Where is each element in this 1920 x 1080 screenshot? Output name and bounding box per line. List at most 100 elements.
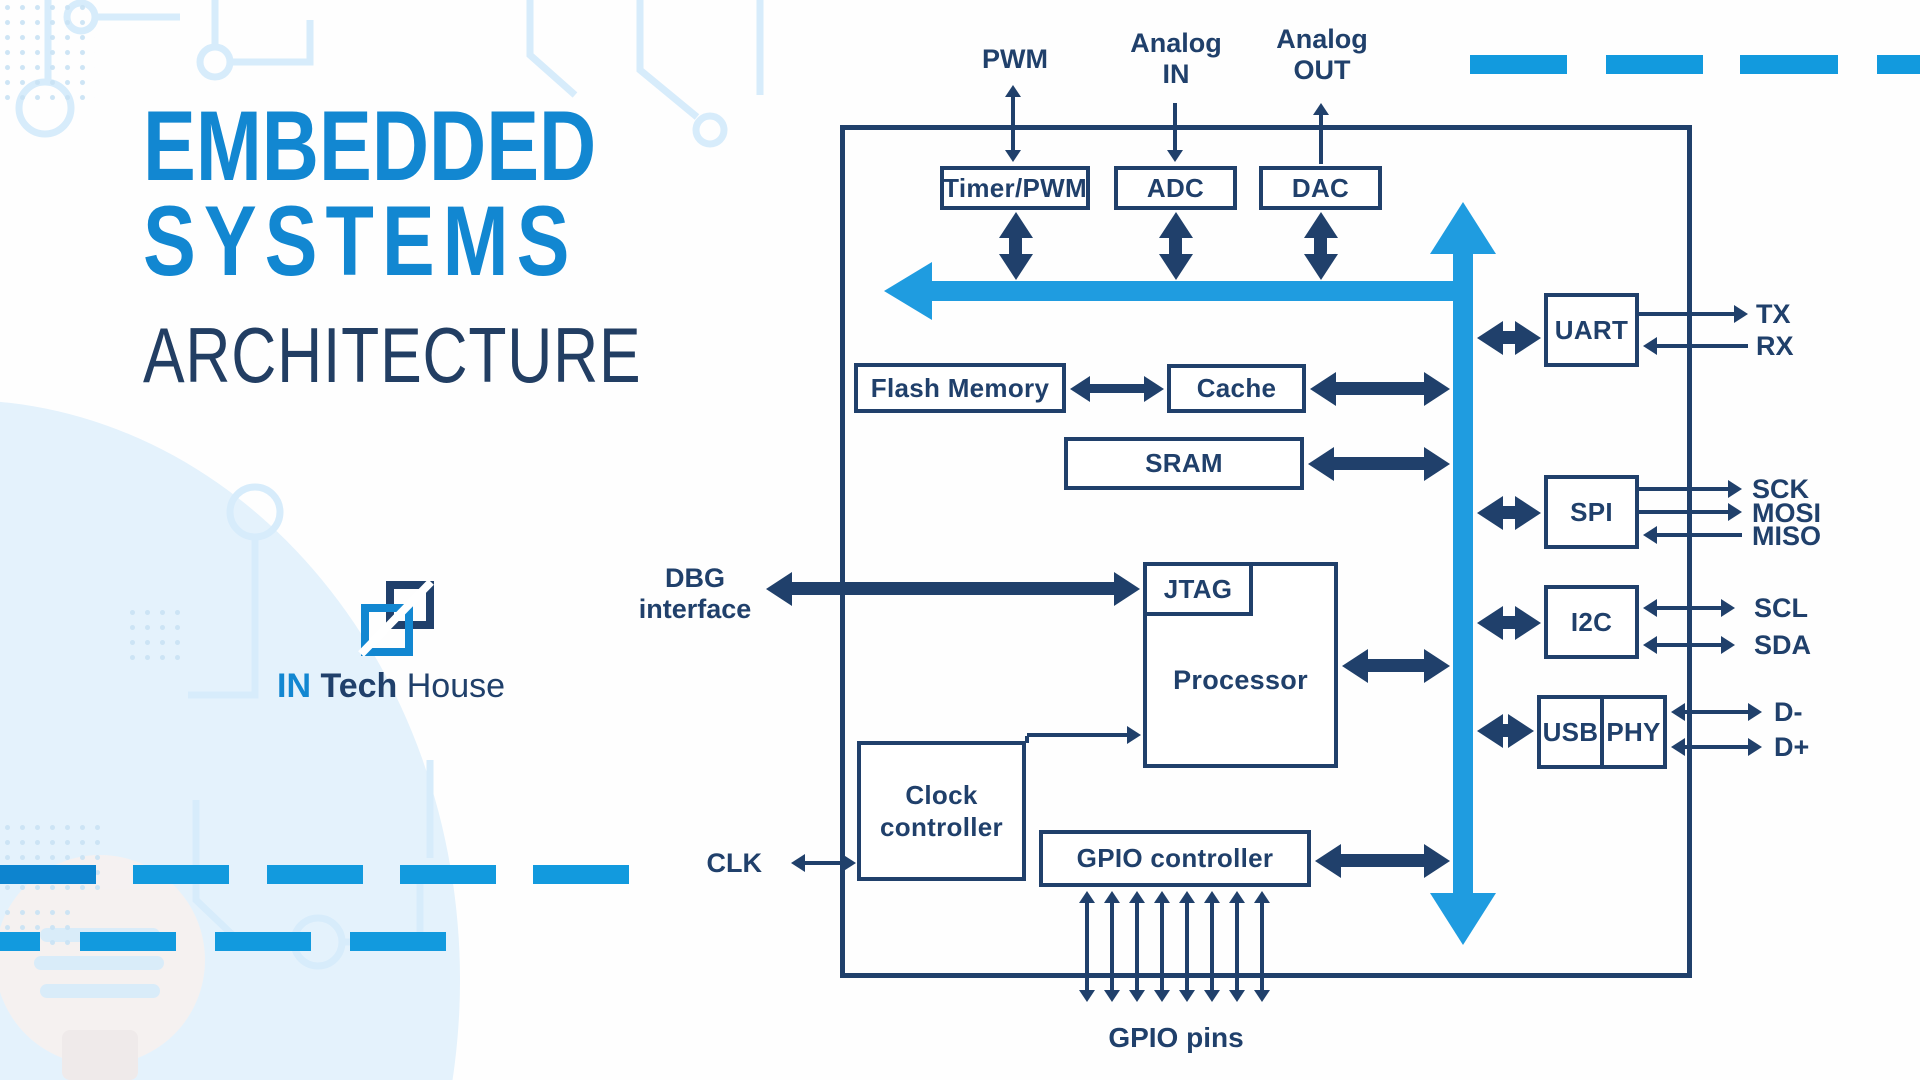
system-bus-horizontal	[930, 281, 1473, 301]
arrow-gpio-pin	[1204, 891, 1220, 1002]
block-uart: UART	[1544, 293, 1639, 367]
arrow-sda	[1643, 636, 1735, 654]
block-uart-label: UART	[1554, 314, 1629, 345]
block-cache: Cache	[1167, 364, 1306, 413]
block-timer-pwm: Timer/PWM	[940, 166, 1090, 210]
logo-word-in: IN	[277, 667, 311, 705]
arrow-gpio-pin	[1229, 891, 1245, 1002]
label-clk: CLK	[706, 848, 763, 878]
label-d-plus: D+	[1774, 732, 1810, 762]
arrow-cache-bus	[1310, 371, 1450, 406]
label-d-minus: D-	[1774, 697, 1803, 727]
arrow-bus-i2c	[1477, 605, 1541, 640]
arrow-clk	[791, 854, 856, 872]
chip-boundary	[840, 125, 1692, 978]
block-jtag: JTAG	[1143, 562, 1253, 616]
block-i2c-label: I2C	[1570, 606, 1613, 637]
block-sram: SRAM	[1064, 437, 1304, 490]
label-scl: SCL	[1754, 593, 1808, 623]
label-tx: TX	[1756, 299, 1791, 329]
intechhouse-logo-text: IN Tech House	[277, 667, 505, 706]
arrow-d-minus	[1671, 703, 1762, 721]
dashed-accent-bottom-left	[0, 865, 96, 884]
arrow-gpio-pin	[1079, 891, 1095, 1002]
block-adc-label: ADC	[1146, 172, 1205, 203]
arrow-gpio-pin	[1154, 891, 1170, 1002]
intechhouse-logo-icon	[358, 579, 434, 657]
dot-grid-decoration	[0, 0, 95, 100]
arrow-gpio-pin	[1104, 891, 1120, 1002]
arrow-sram-bus	[1308, 446, 1450, 481]
arrow-tx	[1639, 305, 1748, 323]
block-dac: DAC	[1259, 166, 1382, 210]
dashed-accent-top-right	[1740, 55, 1838, 74]
dashed-accent-top-right	[1606, 55, 1703, 74]
block-flash-label: Flash Memory	[870, 372, 1050, 403]
arrow-gpio-pin	[1179, 891, 1195, 1002]
arrow-bus-usb	[1477, 713, 1534, 748]
arrow-miso	[1643, 526, 1742, 544]
arrow-clock-processor	[1027, 726, 1141, 744]
arrow-timer-bus	[998, 212, 1033, 280]
block-timer-pwm-label: Timer/PWM	[943, 172, 1087, 203]
page-title: EMBEDDED SYSTEMS ARCHITECTURE	[143, 0, 751, 520]
label-pwm: PWM	[982, 44, 1048, 74]
arrow-scl	[1643, 599, 1735, 617]
block-sram-label: SRAM	[1145, 448, 1223, 478]
dashed-accent-bottom-left	[400, 865, 496, 884]
dot-grid-decoration	[125, 605, 190, 665]
arrow-d-plus	[1671, 738, 1762, 756]
logo-word-tech: Tech	[320, 667, 398, 705]
arrow-clock-processor-stub	[1025, 736, 1029, 743]
block-jtag-label: JTAG	[1163, 573, 1233, 604]
dashed-accent-top-right	[1470, 55, 1567, 74]
dashed-accent-bottom-left	[215, 932, 311, 951]
block-spi: SPI	[1544, 475, 1639, 549]
block-cache-label: Cache	[1196, 373, 1277, 403]
arrow-pwm	[1005, 85, 1021, 162]
label-miso: MISO	[1752, 521, 1822, 551]
block-spi-label: SPI	[1570, 496, 1613, 527]
arrow-gpio-pin	[1254, 891, 1270, 1002]
dashed-accent-bottom-left	[80, 932, 176, 951]
arrow-gpio-bus	[1315, 843, 1450, 878]
block-processor-label: Processor	[1173, 664, 1308, 695]
subtitle-architecture: ARCHITECTURE	[143, 311, 642, 399]
block-gpio-controller: GPIO controller	[1039, 830, 1311, 887]
arrow-bus-spi	[1477, 495, 1541, 530]
arrow-analog-in	[1167, 103, 1183, 162]
dashed-accent-bottom-left	[133, 865, 229, 884]
arrow-adc-bus	[1158, 212, 1193, 280]
system-bus-vertical	[1453, 252, 1473, 894]
arrow-flash-cache	[1070, 375, 1164, 402]
title-line-systems: SYSTEMS	[143, 185, 578, 296]
dashed-accent-top-right	[1877, 55, 1920, 74]
logo-word-house: House	[406, 667, 506, 705]
block-phy-label: PHY	[1600, 699, 1663, 765]
arrow-dac-bus	[1303, 212, 1338, 280]
dashed-accent-bottom-left	[267, 865, 363, 884]
label-sda: SDA	[1754, 630, 1812, 660]
dashed-accent-bottom-left	[350, 932, 446, 951]
block-flash-memory: Flash Memory	[854, 363, 1066, 413]
system-bus-top-arrowhead	[1430, 202, 1496, 254]
dashed-accent-bottom-left	[0, 932, 40, 951]
label-gpio-pins: GPIO pins	[1108, 1022, 1244, 1053]
arrow-sck	[1639, 480, 1742, 498]
arrow-rx	[1643, 337, 1748, 355]
block-adc: ADC	[1114, 166, 1237, 210]
system-bus-left-arrowhead	[884, 262, 932, 320]
arrow-bus-uart	[1477, 320, 1541, 355]
label-sck: SCK	[1752, 474, 1810, 504]
dashed-accent-bottom-left	[533, 865, 629, 884]
block-dac-label: DAC	[1291, 172, 1350, 203]
arrow-analog-out	[1313, 103, 1329, 164]
arrow-gpio-pin	[1129, 891, 1145, 1002]
label-rx: RX	[1756, 331, 1794, 361]
